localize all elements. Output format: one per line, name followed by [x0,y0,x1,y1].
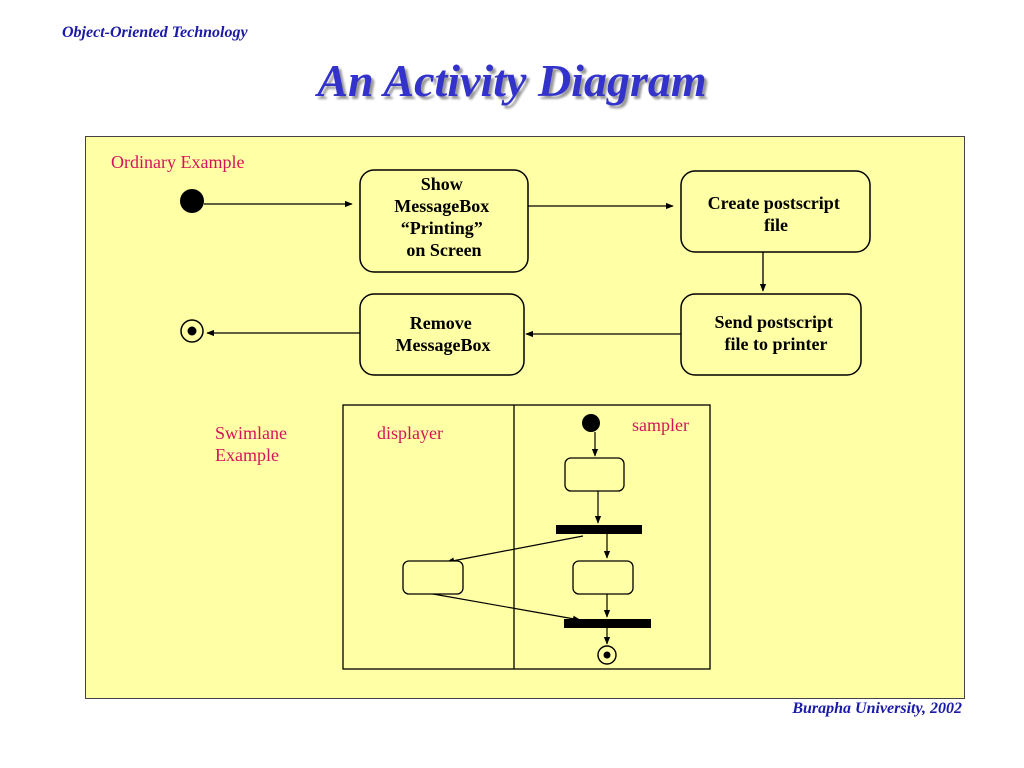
lane-label-sampler: sampler [632,415,689,435]
swimlane-initial-state [582,414,600,432]
send-line-2: file to printer [725,334,828,354]
swimlane-example-label: Swimlane Example [215,423,292,465]
show-line-2: MessageBox [394,196,489,216]
fork-bar [556,525,642,534]
svg-text:Send postscript file to: Send postscript file to printer [714,312,837,354]
sampler-activity-2 [572,560,634,595]
show-line-4: on Screen [406,240,481,260]
initial-state [180,189,204,213]
activity-remove-messagebox: Remove MessageBox [359,293,525,376]
remove-line-1: Remove [410,313,472,333]
swimlane-final-state [597,645,617,665]
swim-transition-fork-to-displayer [446,535,584,564]
show-line-1: Show [421,174,463,194]
activity-show-messagebox: Show MessageBox “Printing” on Screen [359,169,529,273]
slide-title: An Activity Diagram [317,55,707,106]
svg-text:Remove MessageBox: Remove MessageBox [396,313,491,355]
show-line-3: “Printing” [401,218,483,238]
send-line-1: Send postscript [714,312,833,332]
join-bar [564,619,651,628]
activity-send-postscript: Send postscript file to printer [680,293,862,376]
create-line-1: Create postscript [708,193,840,213]
final-state [180,319,204,343]
swimlane-label-line-1: Swimlane [215,423,287,443]
swimlane-label-line-2: Example [215,445,279,465]
svg-text:Create postscript file: Create postscript file [708,193,845,235]
lane-label-displayer: displayer [377,423,443,443]
displayer-activity [402,560,464,595]
svg-text:Show MessageBox “P: Show MessageBox “Printing” on Screen [394,174,493,260]
ordinary-example-label: Ordinary Example [111,152,244,172]
swimlane-frame [342,404,711,670]
activity-create-postscript: Create postscript file [680,170,871,253]
swim-transition-displayer-to-join [432,593,581,622]
footer-credit: Burapha University, 2002 [792,700,962,717]
course-title: Object-Oriented Technology [62,24,248,41]
remove-line-2: MessageBox [396,335,491,355]
sampler-activity-1 [564,457,625,492]
create-line-2: file [764,215,788,235]
